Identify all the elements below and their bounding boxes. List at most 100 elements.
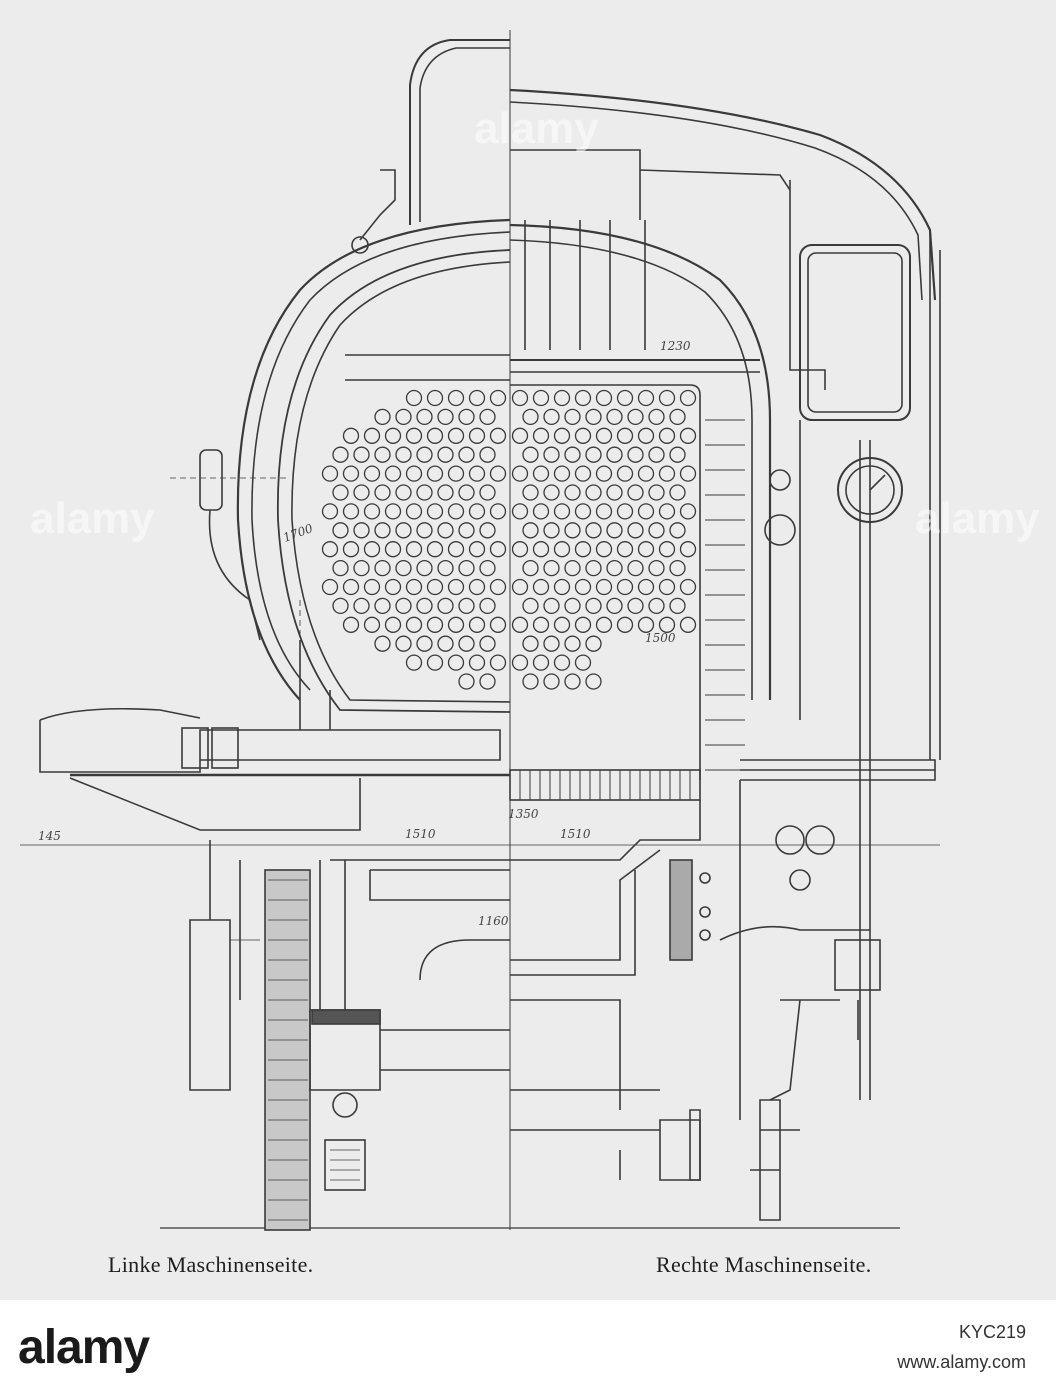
boiler-tube xyxy=(679,427,697,444)
boiler-tube xyxy=(553,578,571,596)
boiler-tube xyxy=(543,559,560,577)
boiler-tube xyxy=(595,389,613,407)
boiler-tube xyxy=(543,673,560,690)
boiler-tube xyxy=(595,578,613,596)
boiler-tube xyxy=(332,484,349,501)
boiler-tube xyxy=(342,427,360,444)
boiler-tube xyxy=(585,559,602,577)
boiler-tube xyxy=(374,559,391,577)
boiler-tube xyxy=(479,446,496,463)
dim-label-1510-left: 1510 xyxy=(405,827,436,841)
boiler-tube xyxy=(353,484,370,501)
boiler-tube xyxy=(658,616,676,633)
boiler-tube xyxy=(553,616,571,633)
caption-right-side: Rechte Maschinenseite. xyxy=(656,1252,872,1277)
boiler-tube xyxy=(363,503,381,520)
boiler-tube xyxy=(522,559,539,577)
boiler-tube xyxy=(395,522,412,539)
boiler-tube xyxy=(447,578,465,596)
dim-label-1160: 1160 xyxy=(478,914,509,928)
boiler-tube xyxy=(405,541,423,558)
tube-bank-left xyxy=(321,389,507,690)
boiler-tube xyxy=(637,389,655,407)
boiler-tube xyxy=(574,503,592,520)
boiler-tube xyxy=(522,484,539,501)
boiler-tube xyxy=(627,522,644,539)
boiler-tube xyxy=(458,597,475,615)
boiler-tube xyxy=(511,465,529,482)
boiler-tube xyxy=(416,522,433,539)
boiler-tube xyxy=(363,541,381,558)
boiler-tube xyxy=(426,616,444,633)
dome-left xyxy=(409,39,510,225)
dim-label-145: 145 xyxy=(38,829,61,843)
boiler-tube xyxy=(489,503,507,520)
boiler-tube xyxy=(564,446,581,463)
boiler-tube xyxy=(405,616,423,633)
axlebox-left xyxy=(189,919,231,1091)
boiler-tube xyxy=(321,541,339,558)
boiler-tube xyxy=(384,427,402,444)
boiler-tube xyxy=(395,484,412,501)
boiler-tube xyxy=(468,389,486,407)
boiler-tube xyxy=(564,559,581,577)
boiler-tube xyxy=(627,559,644,577)
boiler-tube xyxy=(564,522,581,539)
boiler-tube xyxy=(384,465,402,482)
wheel-left xyxy=(264,869,311,1231)
firebox-right xyxy=(509,223,772,700)
boiler-tube xyxy=(374,597,391,615)
boiler-tube xyxy=(489,654,507,671)
boiler-tube xyxy=(669,597,686,615)
boiler-tube xyxy=(511,541,529,558)
boiler-tube xyxy=(564,408,581,426)
dim-label-1230: 1230 xyxy=(660,339,691,353)
boiler-tube xyxy=(606,597,623,615)
tube-bank-right xyxy=(511,389,697,690)
boiler-tube xyxy=(574,427,592,444)
boiler-tube xyxy=(574,389,592,407)
boiler-tube xyxy=(384,616,402,633)
boiler-tube xyxy=(395,559,412,577)
boiler-tube xyxy=(658,427,676,444)
ashpan xyxy=(510,800,701,861)
boiler-tube xyxy=(395,408,412,426)
boiler-tube xyxy=(669,408,686,426)
boiler-tube xyxy=(374,484,391,501)
boiler-tube xyxy=(532,465,550,482)
boiler-tube xyxy=(405,427,423,444)
boiler-tube xyxy=(458,446,475,463)
boiler-tube xyxy=(426,427,444,444)
boiler-tube xyxy=(489,578,507,596)
boiler-tube xyxy=(606,559,623,577)
boiler-tube xyxy=(363,465,381,482)
boiler-tube xyxy=(405,503,423,520)
boiler-tube xyxy=(658,578,676,596)
boiler-tube xyxy=(648,597,665,615)
boiler-tube xyxy=(374,408,391,426)
boiler-tube xyxy=(405,465,423,482)
boiler-tube xyxy=(532,578,550,596)
boiler-tube xyxy=(416,484,433,501)
boiler-tube xyxy=(468,541,486,558)
boiler-tube xyxy=(532,616,550,633)
boiler-tube xyxy=(637,465,655,482)
boiler-tube xyxy=(489,389,507,407)
boiler-tube xyxy=(585,673,602,690)
cab-roof xyxy=(509,88,937,301)
boiler-shell-left xyxy=(236,218,511,701)
boiler-tube xyxy=(658,503,676,520)
boiler-tube xyxy=(489,465,507,482)
boiler-tube xyxy=(458,635,475,652)
boiler-tube xyxy=(342,541,360,558)
boiler-tube xyxy=(437,559,454,577)
boiler-tube xyxy=(532,541,550,558)
boiler-tube xyxy=(606,522,623,539)
boiler-tube xyxy=(479,522,496,539)
boiler-tube xyxy=(532,389,550,407)
boiler-tube xyxy=(447,427,465,444)
boiler-tube xyxy=(616,389,634,407)
boiler-tube xyxy=(468,578,486,596)
dim-label-1700: 1700 xyxy=(281,521,315,545)
boiler-tube xyxy=(574,541,592,558)
